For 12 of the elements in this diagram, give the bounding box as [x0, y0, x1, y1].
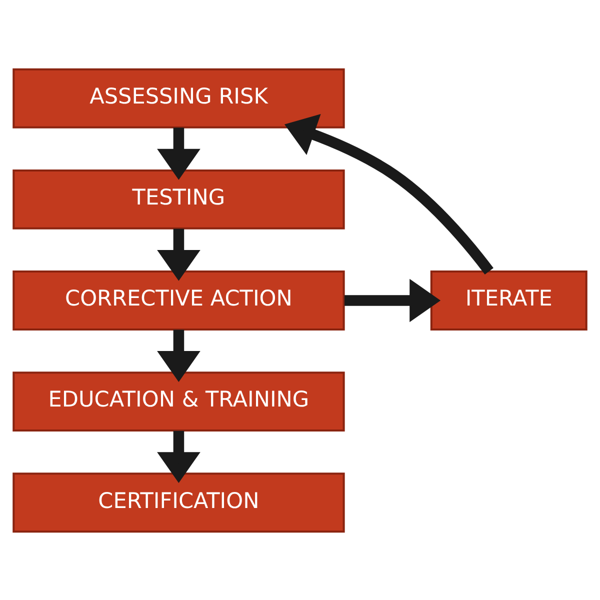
node-box: ITERATE	[430, 270, 588, 330]
arrow	[157, 127, 200, 180]
node-box: TESTING	[12, 168, 345, 229]
arrow	[284, 114, 494, 274]
arrow	[157, 430, 200, 483]
node-box: CERTIFICATION	[12, 472, 345, 532]
arrow	[157, 329, 200, 382]
node-box: ASSESSING RISK	[12, 68, 345, 128]
arrow	[344, 278, 441, 322]
node-box: CORRECTIVE ACTION	[12, 270, 345, 330]
arrow	[157, 228, 200, 280]
node-box: EDUCATION & TRAINING	[12, 371, 345, 432]
